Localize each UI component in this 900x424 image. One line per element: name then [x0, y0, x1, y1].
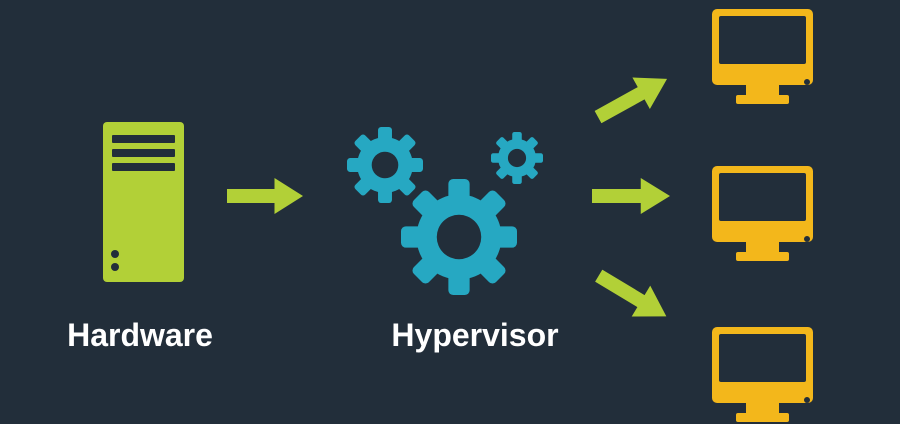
hypervisor-label: Hypervisor: [391, 317, 559, 353]
monitor-screen: [719, 334, 806, 382]
server-led-dot: [111, 263, 119, 271]
monitor-stand-neck: [746, 242, 779, 252]
arrow-up-right-icon: [588, 61, 676, 134]
server-tower-icon: [103, 122, 184, 282]
monitor-screen: [719, 16, 806, 64]
monitor-icon: [712, 9, 813, 104]
monitor-power-dot: [804, 397, 810, 403]
monitor-stand-base: [736, 95, 789, 104]
arrow-right-icon: [592, 176, 670, 216]
monitor-icon: [712, 327, 813, 422]
gear-icon: [401, 179, 517, 295]
monitor-stand-neck: [746, 403, 779, 413]
monitor-stand-neck: [746, 85, 779, 95]
arrow-right-icon: [227, 176, 303, 216]
monitor-icon: [712, 166, 813, 261]
monitor-stand-base: [736, 413, 789, 422]
monitor-power-dot: [804, 236, 810, 242]
gear-icon: [347, 127, 423, 203]
hardware-label: Hardware: [67, 317, 213, 353]
monitor-stand-base: [736, 252, 789, 261]
server-vent-slat: [112, 163, 175, 171]
server-vent-slat: [112, 135, 175, 143]
monitor-power-dot: [804, 79, 810, 85]
gear-icon: [491, 132, 543, 184]
arrow-down-right-icon: [588, 259, 676, 334]
server-led-dot: [111, 250, 119, 258]
server-vent-slat: [112, 149, 175, 157]
monitor-screen: [719, 173, 806, 221]
